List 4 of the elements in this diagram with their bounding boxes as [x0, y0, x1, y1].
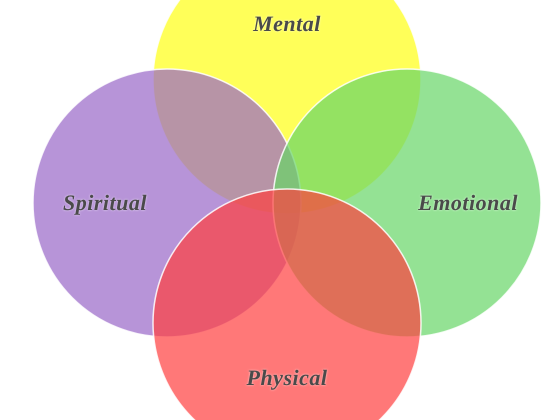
circle-label: Physical: [246, 365, 328, 391]
circle-label: Emotional: [418, 190, 518, 216]
circle-label: Spiritual: [63, 190, 147, 216]
circle-label: Mental: [253, 11, 321, 37]
